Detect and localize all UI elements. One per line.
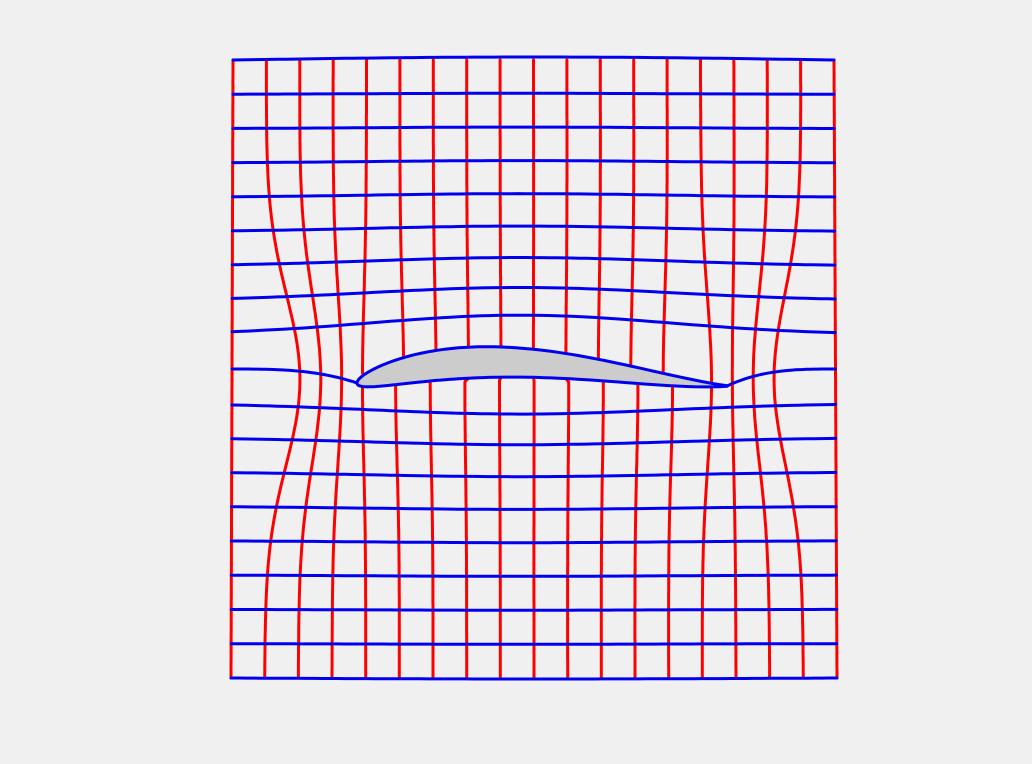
horizontal-grid-line: [230, 313, 837, 335]
vertical-grid-line: [498, 58, 503, 680]
vertical-grid-line: [394, 58, 405, 680]
horizontal-grid-line: [229, 642, 839, 646]
vertical-grid-line: [531, 58, 536, 680]
vertical-grid-line: [296, 58, 323, 680]
vertical-grid-line: [730, 58, 738, 680]
horizontal-grid-line: [230, 403, 838, 416]
vertical-grid-line: [699, 58, 713, 680]
vertical-grid-line: [751, 58, 772, 680]
horizontal-grid-line: [231, 55, 836, 62]
horizontal-grid-line: [231, 159, 836, 165]
horizontal-grid-line: [229, 539, 838, 545]
vertical-grid-line: [330, 58, 344, 680]
vertical-grid-line: [661, 58, 675, 680]
horizontal-grid-line: [229, 607, 839, 612]
vertical-grid-line: [463, 58, 470, 680]
horizontal-grid-line: [230, 224, 837, 233]
horizontal-grid-line: [229, 676, 839, 681]
vertical-grid-line: [361, 58, 369, 680]
horizontal-grid-line: [231, 192, 837, 199]
horizontal-grid-line: [230, 367, 837, 388]
vertical-grid-line: [629, 58, 640, 680]
horizontal-grid-line: [230, 286, 837, 301]
airfoil-shape: [355, 345, 729, 389]
horizontal-grid-lines: [229, 55, 839, 681]
vertical-grid-line: [428, 58, 438, 680]
vertical-grid-line: [596, 58, 605, 680]
horizontal-grid-line: [231, 91, 836, 96]
horizontal-grid-line: [230, 505, 838, 511]
horizontal-grid-line: [230, 436, 838, 447]
horizontal-grid-line: [230, 256, 837, 267]
horizontal-grid-line: [229, 573, 838, 578]
vertical-grid-line: [564, 58, 571, 680]
horizontal-grid-line: [230, 471, 838, 479]
horizontal-grid-line: [231, 125, 836, 130]
